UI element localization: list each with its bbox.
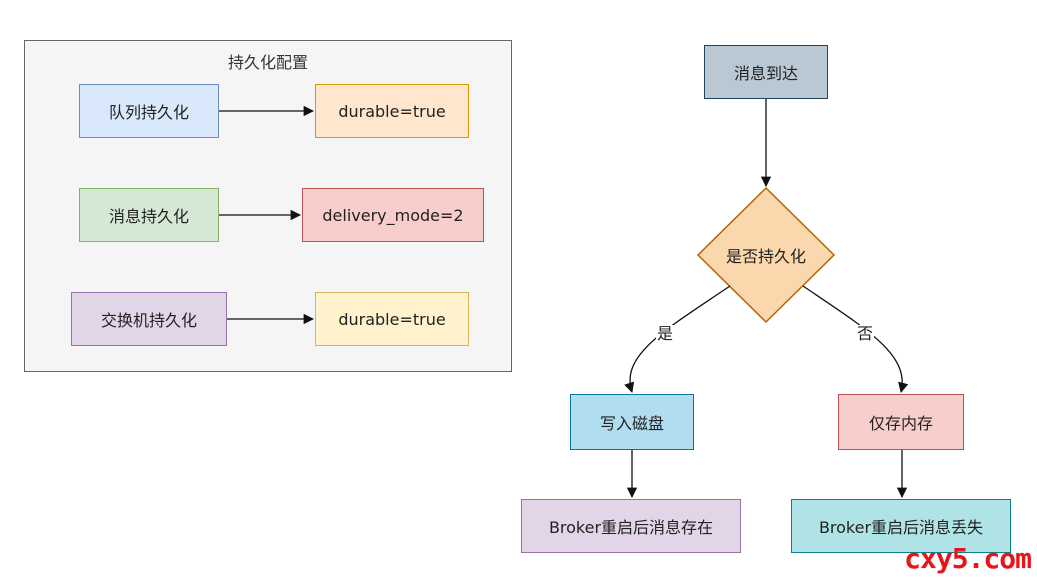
exchange-persistence-node[interactable]: 交换机持久化: [71, 292, 227, 346]
watermark-text: cxy5.com: [904, 542, 1032, 575]
decision-diamond: [696, 186, 836, 324]
message-lost-node[interactable]: Broker重启后消息丢失: [791, 499, 1011, 553]
message-arrives-node[interactable]: 消息到达: [704, 45, 828, 99]
yes-edge-label: 是: [656, 324, 675, 343]
decision-label[interactable]: 是否持久化: [725, 247, 806, 266]
group-title: 持久化配置: [227, 53, 308, 72]
message-persistence-node[interactable]: 消息持久化: [79, 188, 219, 242]
message-survives-node[interactable]: Broker重启后消息存在: [521, 499, 741, 553]
exchange-durable-node[interactable]: durable=true: [315, 292, 469, 346]
memory-only-node[interactable]: 仅存内存: [838, 394, 964, 450]
delivery-mode-node[interactable]: delivery_mode=2: [302, 188, 484, 242]
write-disk-node[interactable]: 写入磁盘: [570, 394, 694, 450]
queue-persistence-node[interactable]: 队列持久化: [79, 84, 219, 138]
edge-no: [802, 285, 909, 394]
queue-durable-node[interactable]: durable=true: [315, 84, 469, 138]
no-edge-label: 否: [856, 324, 875, 343]
edge-yes: [624, 285, 731, 393]
